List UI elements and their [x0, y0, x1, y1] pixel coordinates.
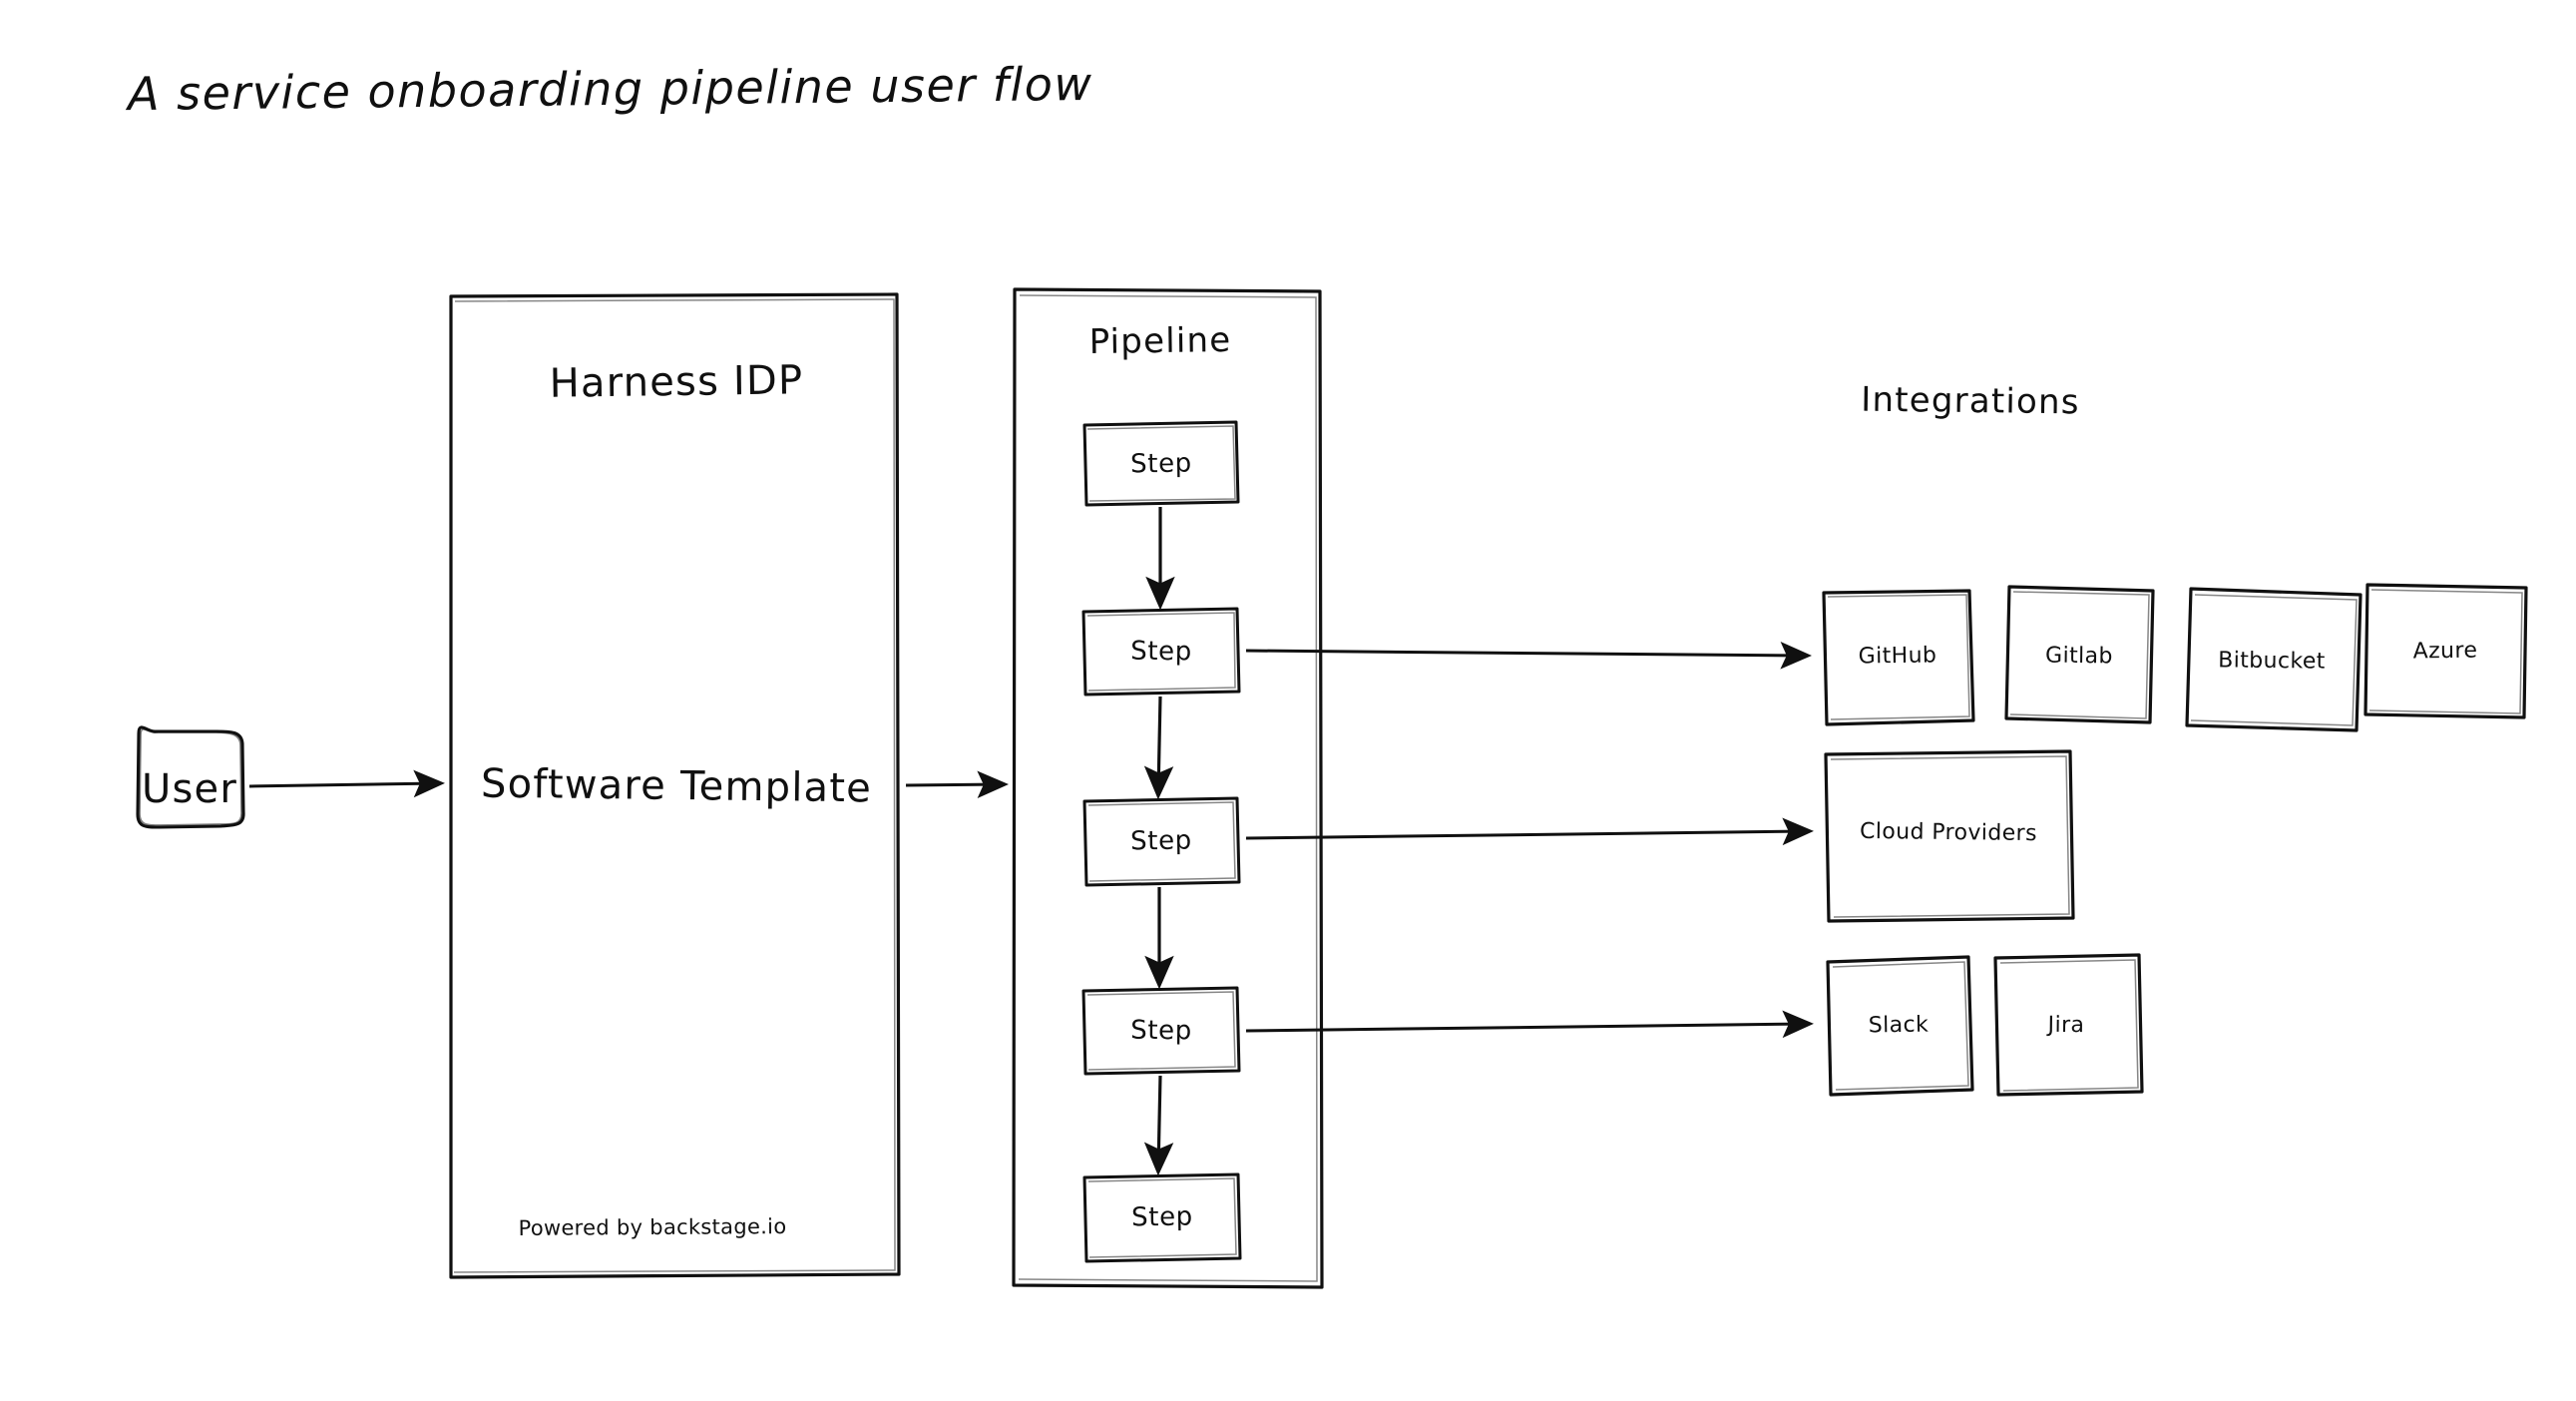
integration-label-github[interactable]: GitHub — [1858, 643, 1937, 670]
pipeline-step-label-5[interactable]: Step — [1130, 1201, 1194, 1233]
integration-box-shape-slack — [1826, 955, 1974, 1097]
integration-box-shape-bitbucket — [2185, 587, 2362, 732]
integration-label-jira[interactable]: Jira — [2047, 1012, 2085, 1039]
powered-by-backstage-label: Powered by backstage.io — [518, 1214, 787, 1240]
arrow-idp-to-pipeline — [905, 770, 1009, 799]
pipeline-step-shape-1 — [1082, 420, 1240, 507]
integration-label-bitbucket[interactable]: Bitbucket — [2218, 648, 2326, 675]
arrow-step2-to-scm — [1245, 641, 1812, 670]
integration-box-shape-github — [1822, 589, 1975, 726]
pipeline-step-shape-5 — [1082, 1172, 1242, 1263]
pipeline-step-label-3[interactable]: Step — [1129, 825, 1193, 857]
pipeline-step-shape-2 — [1081, 607, 1241, 697]
arrow-user-to-idp — [248, 769, 445, 798]
integration-label-gitlab[interactable]: Gitlab — [2044, 643, 2114, 670]
integration-box-shape-jira — [1993, 953, 2144, 1097]
pipeline-step-shape-3 — [1082, 796, 1241, 887]
user-node-shape — [136, 725, 245, 829]
integration-label-azure[interactable]: Azure — [2412, 638, 2478, 665]
integration-label-slack[interactable]: Slack — [1868, 1012, 1930, 1039]
harness-idp-title: Harness IDP — [549, 357, 804, 407]
arrow-step4-to-collaboration — [1245, 1010, 1814, 1039]
software-template-label[interactable]: Software Template — [480, 760, 873, 812]
pipeline-title: Pipeline — [1088, 320, 1232, 362]
integration-label-cloud-providers[interactable]: Cloud Providers — [1859, 818, 2038, 847]
page-title: A service onboarding pipeline user flow — [127, 56, 1093, 122]
pipeline-step-label-4[interactable]: Step — [1130, 1015, 1192, 1047]
harness-idp-node-shape — [449, 292, 901, 1279]
arrow-step2-to-step3 — [1143, 696, 1174, 800]
pipeline-step-shape-4 — [1081, 986, 1241, 1076]
integration-box-shape-gitlab — [2004, 585, 2155, 724]
arrow-step3-to-cloud-providers — [1245, 817, 1814, 846]
pipeline-step-label-2[interactable]: Step — [1130, 636, 1192, 668]
integrations-title: Integrations — [1861, 379, 2080, 423]
pipeline-step-label-1[interactable]: Step — [1129, 448, 1193, 480]
integration-box-shape-cloud-providers — [1824, 749, 2075, 923]
arrow-step4-to-step5 — [1143, 1075, 1174, 1176]
user-node-label[interactable]: User — [142, 766, 237, 812]
integration-box-shape-azure — [2363, 583, 2528, 719]
